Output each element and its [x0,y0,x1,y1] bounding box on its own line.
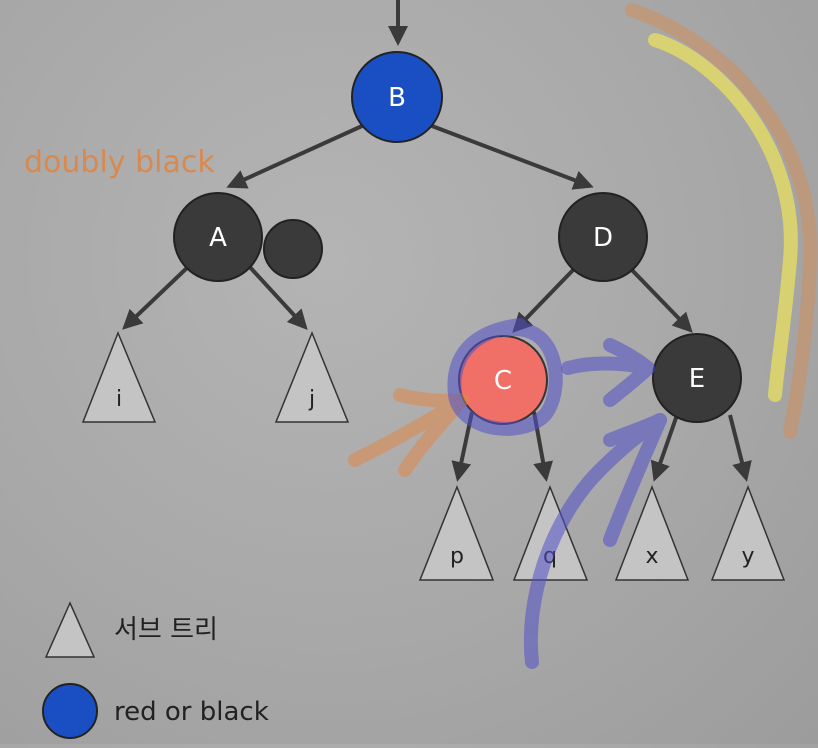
legend-triangle-icon [44,601,96,658]
edge-A-i [122,263,192,330]
svg-text:i: i [116,387,122,412]
blue-arrow-to-E [561,338,655,407]
subtree-y: y [710,484,786,581]
svg-text:서브 트리: 서브 트리 [114,615,218,645]
node-B: B [351,51,443,143]
subtree-p: p [418,484,495,581]
edge-D-E [628,266,693,333]
edge-A-j [246,263,308,330]
edge-E-y [728,414,752,482]
legend-red-or-black: red or black [42,683,269,739]
svg-text:y: y [741,544,754,569]
node-E: E [652,333,742,423]
svg-text:A: A [209,223,227,253]
legend-subtree: 서브 트리 [44,601,218,658]
svg-text:x: x [645,544,658,569]
subtree-j: j [274,330,350,423]
edge-E-x [650,414,679,482]
svg-text:D: D [593,223,613,253]
svg-text:red or black: red or black [114,697,269,727]
svg-text:B: B [388,83,406,113]
edge-B-D [431,124,594,190]
blue-curve-arrow [523,413,667,669]
svg-text:E: E [689,364,705,394]
blue-circle-highlight [447,318,563,436]
node-D: D [558,192,648,282]
edge-B-A [226,124,363,189]
highlight-yellow-arc [648,33,798,402]
doubly-black-annotation: doubly black [24,145,215,180]
legend-blue-circle-icon [42,683,98,739]
svg-text:j: j [308,387,315,412]
subtree-x: x [614,484,690,581]
extra-black-token [263,219,323,279]
orange-pointer-arrow [348,388,469,477]
highlight-orange-arc [625,3,818,439]
subtree-i: i [81,330,157,423]
node-A: A [173,192,263,282]
svg-text:p: p [450,544,464,569]
edge-D-C [512,266,577,333]
svg-text:C: C [494,366,512,396]
